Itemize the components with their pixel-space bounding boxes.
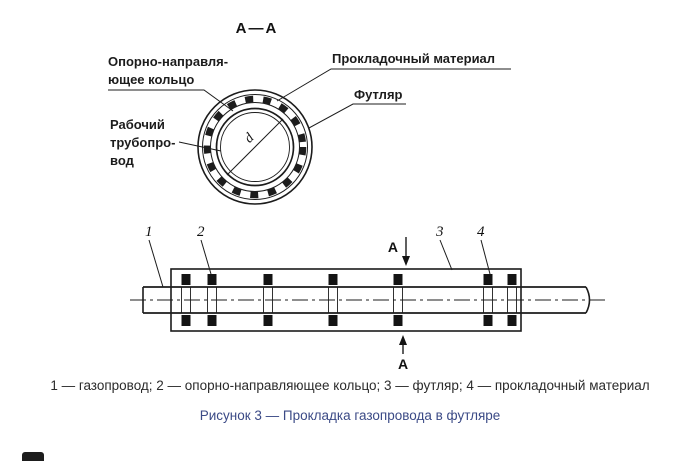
part-3-leader	[439, 239, 453, 271]
support-ring	[393, 274, 403, 326]
support-rings	[181, 274, 517, 326]
support-ring	[263, 274, 273, 326]
casing-outer-circle	[197, 89, 313, 205]
casing-rect	[170, 268, 522, 332]
ring-label-line1: Опорно-направля-	[108, 54, 228, 69]
part-1-leader	[148, 239, 164, 288]
part-2-leader	[200, 239, 212, 275]
parts-legend: 1 — газопровод; 2 — опорно-направляющее …	[50, 378, 650, 393]
part-number-4: 4	[477, 224, 485, 240]
pipe-inner-circle	[220, 112, 290, 182]
section-view-title: А—А	[236, 20, 279, 37]
diameter-line	[226, 118, 284, 176]
gasket-label: Прокладочный материал	[332, 51, 495, 66]
support-ring	[483, 274, 493, 326]
part-number-2: 2	[197, 224, 205, 240]
corner-artifact	[22, 452, 44, 461]
ring-label-line2: ющее кольцо	[108, 72, 194, 87]
support-ring	[507, 274, 517, 326]
section-arrow-up-icon	[399, 335, 407, 345]
support-ring	[207, 274, 217, 326]
figure-caption: Рисунок 3 — Прокладка газопровода в футл…	[199, 408, 501, 423]
casing-leader-line	[308, 103, 406, 129]
support-ring-teeth	[203, 95, 307, 199]
pipe-outer-circle	[215, 107, 295, 187]
section-mark-top: А	[388, 237, 410, 266]
part-4-leader	[480, 239, 491, 275]
casing-label: Футляр	[354, 87, 403, 102]
section-arrow-down-icon	[402, 256, 410, 266]
support-ring-body	[210, 102, 300, 192]
pipe-right-end	[585, 286, 591, 314]
pipeline-diagram: А—А d Опорно-направля- ющее кольцо Прокл…	[108, 20, 606, 372]
pipe-label-line2: трубопро-	[110, 135, 175, 150]
side-view: А А 1 2 3 4	[130, 224, 606, 372]
section-mark-top-label: А	[388, 239, 398, 255]
section-mark-bottom: А	[398, 335, 408, 372]
gasket-leader-line	[276, 68, 511, 102]
support-ring	[328, 274, 338, 326]
pipe-label-line1: Рабочий	[110, 117, 165, 132]
part-number-1: 1	[145, 224, 153, 240]
support-ring	[181, 274, 191, 326]
section-mark-bottom-label: А	[398, 356, 408, 372]
section-view: d Опорно-направля- ющее кольцо Прокладоч…	[108, 51, 511, 205]
ring-leader-line	[108, 89, 234, 112]
part-callouts: 1 2 3 4	[145, 224, 491, 288]
part-number-3: 3	[435, 224, 444, 240]
pipe-label-line3: вод	[110, 153, 135, 168]
diameter-label: d	[242, 130, 258, 146]
pipe-leader-line	[178, 141, 222, 152]
